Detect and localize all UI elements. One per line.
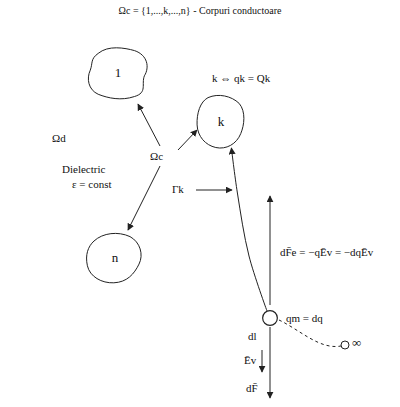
force-line: [270, 196, 271, 305]
annotation-label: Dielectric: [62, 163, 105, 175]
body-number: 1: [115, 65, 122, 81]
charge-sphere: qm = dq: [262, 310, 278, 326]
diagram-title: Ωc = {1,...,k,...,n} - Corpuri conductoa…: [0, 5, 400, 16]
pointer-arrow: [138, 104, 160, 146]
annotation-label: k ⇔ qk = Qk: [212, 72, 270, 84]
annotation-label: ∞: [352, 336, 361, 350]
annotation-label: ε = const: [72, 178, 112, 190]
sphere-outline: [263, 311, 278, 326]
annotation-label: Γk: [172, 183, 184, 195]
vector-arrow: [262, 350, 263, 372]
annotation-label: Ēv: [244, 354, 256, 366]
infinity-point: [341, 341, 349, 349]
pointer-arrow: [128, 166, 160, 230]
body-outline: [87, 233, 142, 282]
force-line: [270, 327, 271, 398]
annotation-label: dF̄e = −qĒv = −dqĒv: [280, 246, 373, 258]
annotation-label: Ωc: [150, 150, 163, 162]
charge-label: qm = dq: [286, 312, 323, 324]
body-outline: [197, 95, 244, 148]
conductor-body: 1: [85, 45, 151, 101]
body-number: n: [112, 250, 119, 266]
annotation-label: dF̄: [246, 382, 258, 394]
body-number: k: [218, 114, 225, 130]
conductor-body: k: [195, 93, 247, 151]
pointer-arrow: [178, 130, 197, 150]
field-line-path: [231, 148, 267, 311]
annotation-label: Ωd: [52, 132, 66, 144]
conductor-body: n: [85, 230, 145, 285]
annotation-label: dl: [248, 330, 257, 342]
pointer-arrow: [196, 190, 232, 191]
sphere-outline: [262, 310, 278, 326]
body-outline: [88, 48, 147, 99]
